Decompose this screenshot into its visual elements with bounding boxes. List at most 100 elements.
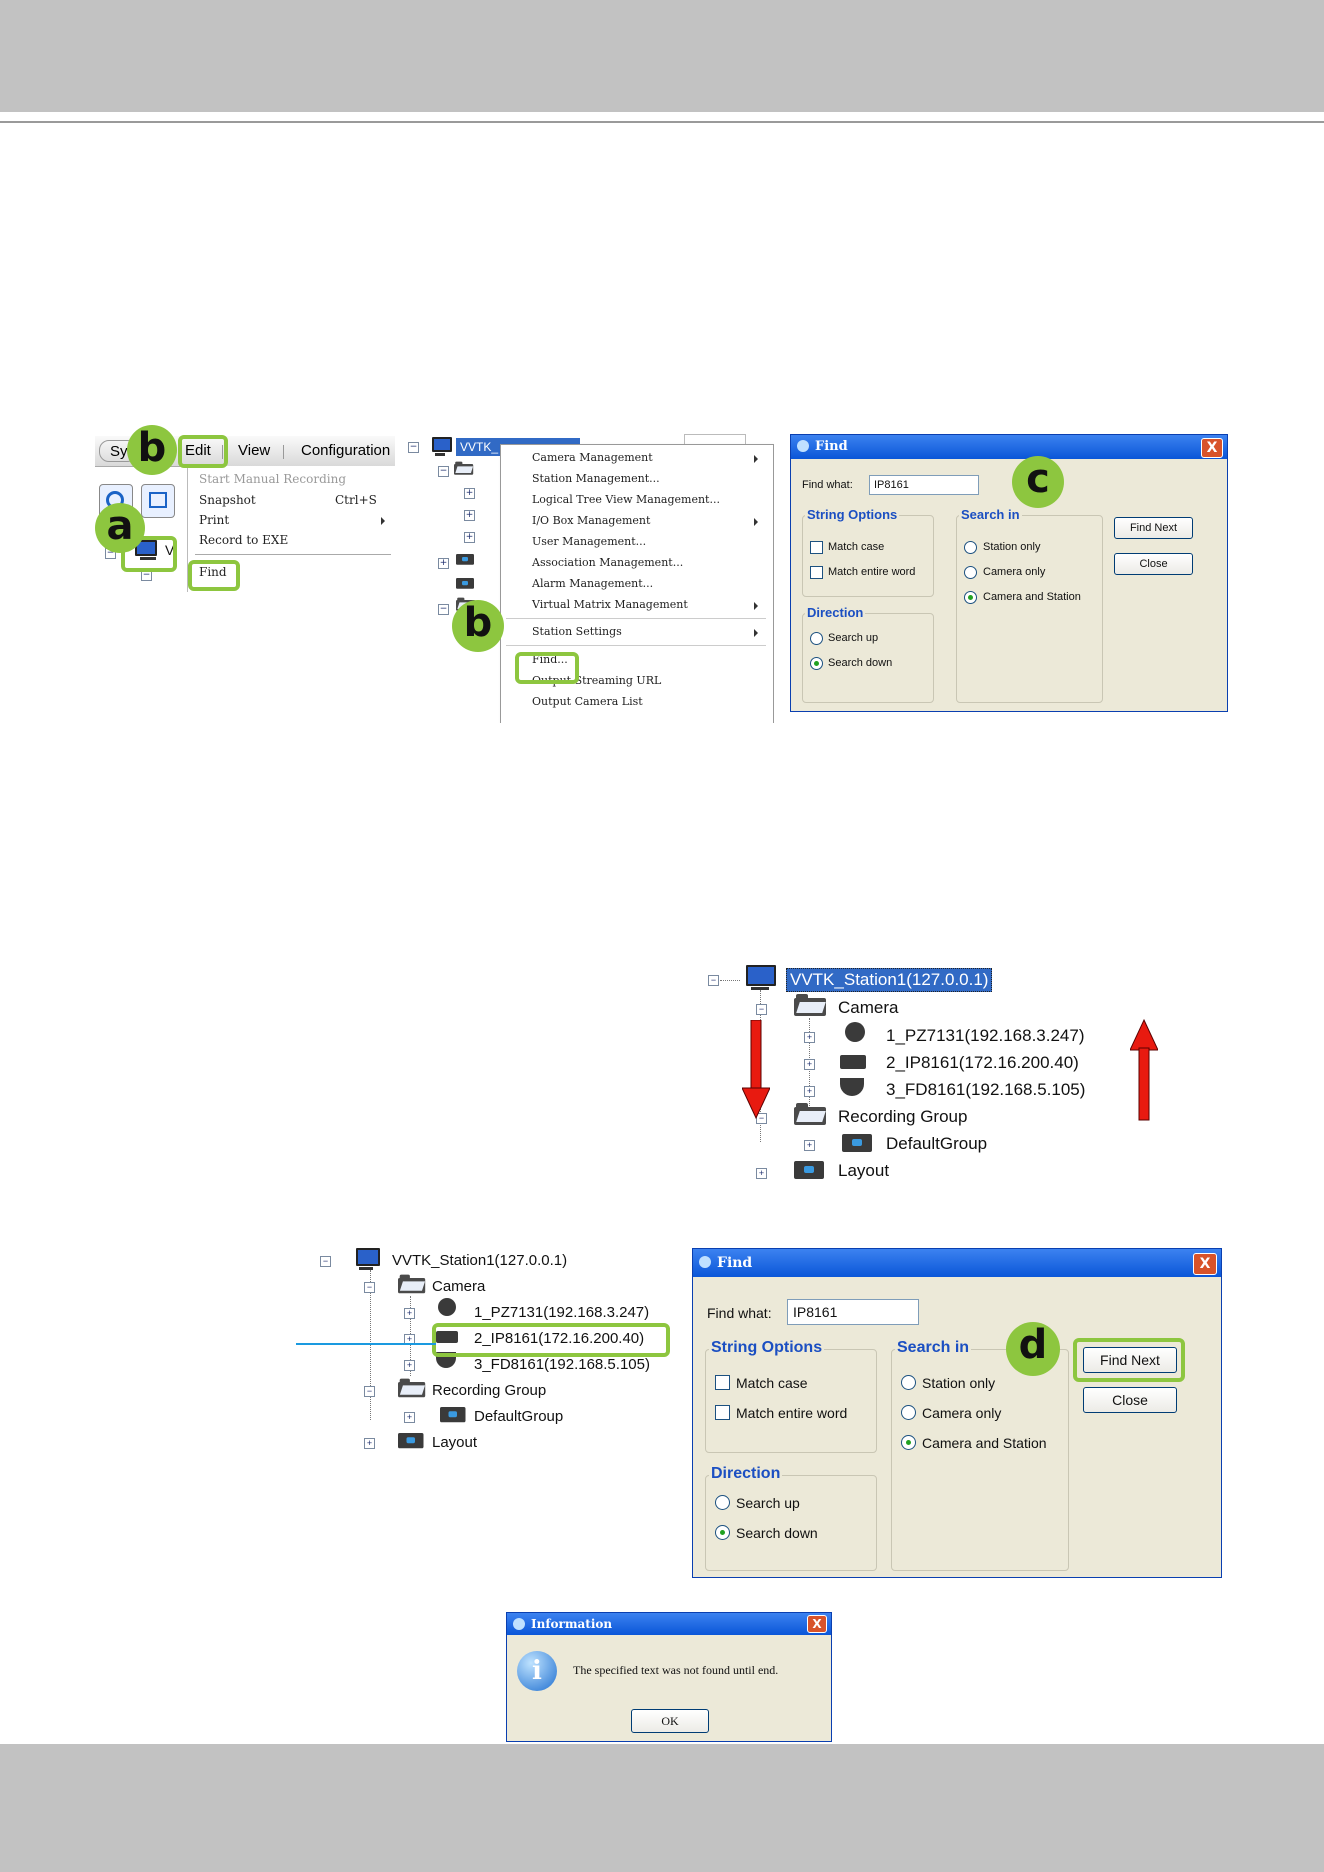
context-menu bbox=[500, 444, 774, 723]
expand-toggle[interactable]: + bbox=[364, 1438, 375, 1449]
menu-item-find[interactable]: Find... bbox=[532, 653, 568, 666]
menu-edit[interactable]: Edit bbox=[185, 442, 211, 459]
menu-separator bbox=[222, 445, 223, 459]
expand-toggle[interactable]: − bbox=[364, 1282, 375, 1293]
expand-toggle[interactable]: + bbox=[464, 532, 475, 543]
menu-item-association-management[interactable]: Association Management... bbox=[532, 556, 684, 569]
station-only-radio[interactable] bbox=[964, 541, 977, 554]
station-name-fragment: V bbox=[165, 542, 175, 558]
recording-group-label[interactable]: Recording Group bbox=[432, 1382, 547, 1399]
header-rule bbox=[0, 121, 1324, 123]
station-icon[interactable] bbox=[141, 484, 175, 518]
expand-toggle[interactable]: + bbox=[756, 1168, 767, 1179]
close-icon[interactable]: X bbox=[1201, 438, 1223, 458]
match-entire-word-checkbox[interactable] bbox=[810, 566, 823, 579]
expand-toggle[interactable]: − bbox=[438, 466, 449, 477]
expand-toggle[interactable]: + bbox=[464, 488, 475, 499]
find-next-button[interactable]: Find Next bbox=[1114, 517, 1193, 539]
camera-only-radio[interactable] bbox=[901, 1405, 916, 1420]
camera-and-station-radio[interactable] bbox=[964, 591, 977, 604]
station-label[interactable]: VVTK_Station1(127.0.0.1) bbox=[392, 1252, 568, 1269]
find-what-input[interactable]: IP8161 bbox=[787, 1299, 919, 1325]
expand-toggle[interactable]: − bbox=[320, 1256, 331, 1267]
camera-folder-label[interactable]: Camera bbox=[838, 998, 899, 1017]
camera-and-station-radio[interactable] bbox=[901, 1435, 916, 1450]
expand-toggle[interactable]: + bbox=[804, 1140, 815, 1151]
close-button[interactable]: Close bbox=[1083, 1387, 1177, 1413]
camera-node-found[interactable]: 2_IP8161(172.16.200.40) bbox=[474, 1330, 645, 1347]
menu-item-snapshot[interactable]: Snapshot bbox=[199, 493, 256, 507]
menu-item-record-to-exe[interactable]: Record to EXE bbox=[199, 533, 289, 547]
match-case-checkbox[interactable] bbox=[715, 1375, 730, 1390]
expand-toggle[interactable]: + bbox=[804, 1059, 815, 1070]
search-down-radio[interactable] bbox=[810, 657, 823, 670]
highlight-edit bbox=[178, 435, 228, 468]
match-entire-word-checkbox[interactable] bbox=[715, 1405, 730, 1420]
match-entire-word-label: Match entire word bbox=[828, 566, 916, 578]
expand-toggle[interactable]: − bbox=[756, 1004, 767, 1015]
expand-toggle[interactable]: − bbox=[708, 975, 719, 986]
camera-folder-label[interactable]: Camera bbox=[432, 1278, 486, 1295]
camera-only-radio[interactable] bbox=[964, 566, 977, 579]
menu-view[interactable]: View bbox=[238, 442, 271, 459]
string-options-title: String Options bbox=[709, 1339, 825, 1357]
menu-item-user-management[interactable]: User Management... bbox=[532, 535, 647, 548]
search-up-radio[interactable] bbox=[810, 632, 823, 645]
highlight-find-next bbox=[1073, 1338, 1185, 1382]
camera-node[interactable]: 2_IP8161(172.16.200.40) bbox=[886, 1053, 1079, 1072]
search-down-label: Search down bbox=[828, 657, 893, 669]
expand-toggle[interactable]: + bbox=[804, 1032, 815, 1043]
menu-item-output-camera-list[interactable]: Output Camera List bbox=[532, 695, 643, 708]
camera-node[interactable]: 1_PZ7131(192.168.3.247) bbox=[886, 1026, 1085, 1045]
menu-item-logical-tree-view-management[interactable]: Logical Tree View Management... bbox=[532, 493, 720, 506]
close-icon[interactable]: X bbox=[807, 1615, 827, 1633]
close-icon[interactable]: X bbox=[1193, 1253, 1217, 1275]
recording-group-label[interactable]: Recording Group bbox=[838, 1107, 968, 1126]
expand-toggle[interactable]: − bbox=[408, 442, 419, 453]
menu-item-station-management[interactable]: Station Management... bbox=[532, 472, 660, 485]
find-what-label: Find what: bbox=[707, 1305, 772, 1321]
find-next-button[interactable]: Find Next bbox=[1083, 1347, 1177, 1373]
expand-toggle[interactable]: + bbox=[804, 1086, 815, 1097]
menu-item-virtual-matrix-management[interactable]: Virtual Matrix Management bbox=[532, 598, 688, 611]
station-only-radio[interactable] bbox=[901, 1375, 916, 1390]
highlight-station bbox=[121, 536, 177, 572]
station-node-selected[interactable]: VVTK_Station1(127.0.0.1) bbox=[786, 968, 993, 992]
match-case-checkbox[interactable] bbox=[810, 541, 823, 554]
menu-item-station-settings[interactable]: Station Settings bbox=[532, 625, 622, 638]
expand-toggle[interactable]: + bbox=[404, 1360, 415, 1371]
expand-toggle[interactable]: − bbox=[364, 1386, 375, 1397]
layout-label[interactable]: Layout bbox=[838, 1161, 890, 1180]
camera-node[interactable]: 3_FD8161(192.168.5.105) bbox=[474, 1356, 650, 1373]
app-icon bbox=[797, 440, 809, 452]
close-button[interactable]: Close bbox=[1114, 553, 1193, 575]
search-in-title: Search in bbox=[895, 1339, 972, 1357]
camera-node[interactable]: 3_FD8161(192.168.5.105) bbox=[886, 1080, 1086, 1099]
dialog-title-bar: Find bbox=[791, 435, 1227, 459]
search-down-radio[interactable] bbox=[715, 1525, 730, 1540]
search-up-label: Search up bbox=[736, 1495, 800, 1511]
expand-toggle[interactable]: + bbox=[438, 558, 449, 569]
search-up-radio[interactable] bbox=[715, 1495, 730, 1510]
menu-item-camera-management[interactable]: Camera Management bbox=[532, 451, 653, 464]
ok-button[interactable]: OK bbox=[631, 1709, 709, 1733]
group-icon bbox=[842, 1134, 872, 1152]
menu-item-print[interactable]: Print bbox=[199, 513, 230, 527]
layout-label[interactable]: Layout bbox=[432, 1434, 478, 1451]
expand-toggle[interactable]: + bbox=[464, 510, 475, 521]
camera-node[interactable]: 1_PZ7131(192.168.3.247) bbox=[474, 1304, 650, 1321]
expand-toggle[interactable]: − bbox=[756, 1113, 767, 1124]
default-group-label[interactable]: DefaultGroup bbox=[474, 1408, 564, 1425]
menu-item-find[interactable]: Find bbox=[199, 565, 227, 579]
find-what-input[interactable]: IP8161 bbox=[869, 475, 979, 495]
default-group-label[interactable]: DefaultGroup bbox=[886, 1134, 988, 1153]
menu-item-io-box-management[interactable]: I/O Box Management bbox=[532, 514, 651, 527]
submenu-arrow-icon bbox=[754, 518, 758, 526]
expand-toggle[interactable]: + bbox=[404, 1308, 415, 1319]
expand-toggle[interactable]: + bbox=[404, 1412, 415, 1423]
menu-item-alarm-management[interactable]: Alarm Management... bbox=[532, 577, 654, 590]
menu-configuration[interactable]: Configuration bbox=[301, 442, 391, 459]
menu-item-start-manual-recording[interactable]: Start Manual Recording bbox=[199, 472, 347, 486]
find-what-label: Find what: bbox=[802, 479, 853, 491]
expand-toggle[interactable]: − bbox=[438, 604, 449, 615]
